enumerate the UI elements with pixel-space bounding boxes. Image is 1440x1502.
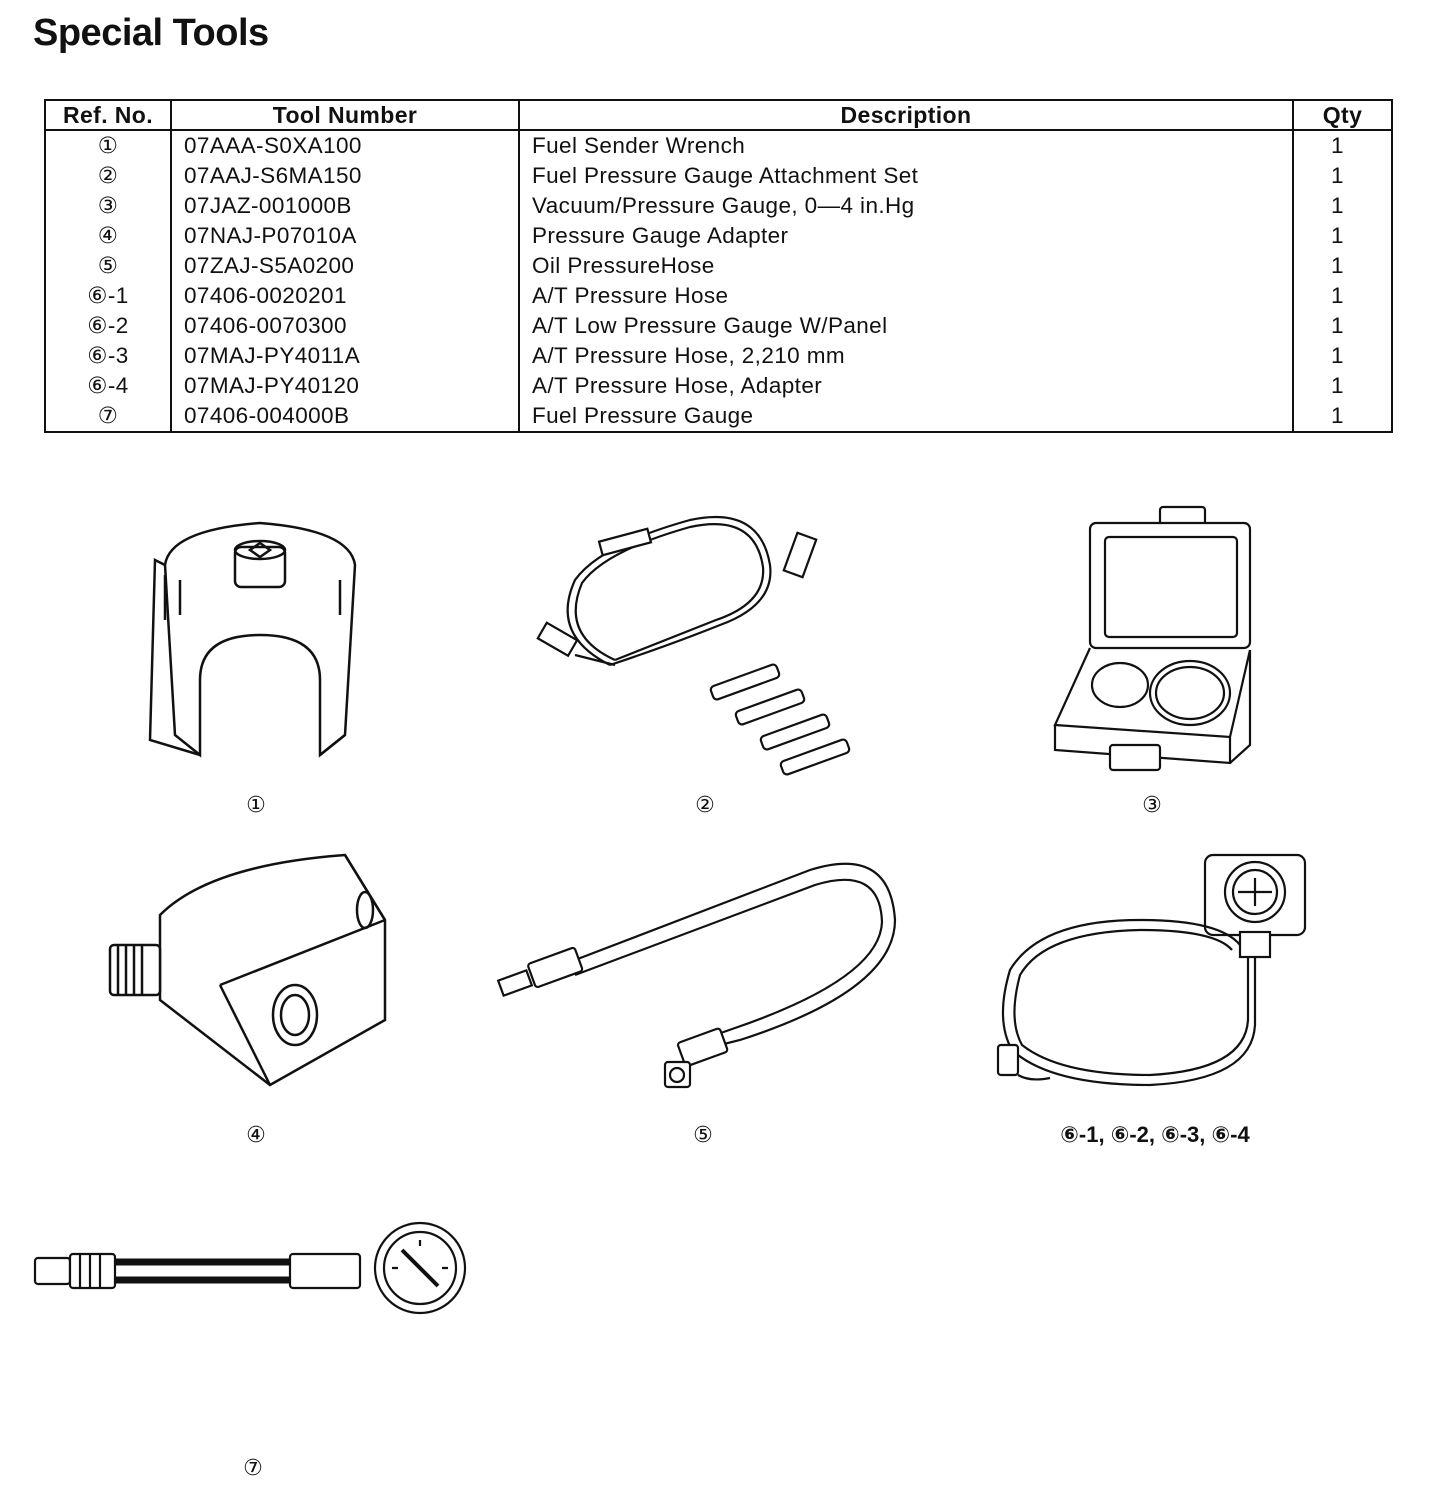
figure-caption: ⑤	[693, 1122, 713, 1147]
header-qty: Qty	[1292, 100, 1392, 131]
at-pressure-gauge-illustration	[990, 850, 1320, 1100]
tool-number-cell: 07406-004000B	[170, 401, 519, 432]
ref-cell: ①	[97, 133, 119, 158]
ref-cell: ⑥-1	[87, 283, 129, 308]
qty-cell: 1	[1292, 371, 1392, 401]
description-cell: Vacuum/Pressure Gauge, 0—4 in.Hg	[518, 191, 1293, 221]
page-title: Special Tools	[33, 12, 269, 54]
qty-cell: 1	[1292, 130, 1392, 161]
description-cell: Fuel Pressure Gauge Attachment Set	[518, 161, 1293, 191]
ref-cell: ⑤	[97, 253, 119, 278]
tool-number-cell: 07ZAJ-S5A0200	[170, 251, 519, 281]
qty-cell: 1	[1292, 251, 1392, 281]
qty-cell: 1	[1292, 401, 1392, 432]
description-cell: Pressure Gauge Adapter	[518, 221, 1293, 251]
tool-number-cell: 07NAJ-P07010A	[170, 221, 519, 251]
figure-caption: ①	[246, 792, 266, 817]
tool-number-cell: 07AAA-S0XA100	[170, 130, 519, 161]
description-cell: Fuel Pressure Gauge	[518, 401, 1293, 432]
tool-number-cell: 07406-0070300	[170, 311, 519, 341]
figure-caption: ②	[695, 792, 715, 817]
header-ref-no: Ref. No.	[45, 100, 171, 131]
description-cell: Oil PressureHose	[518, 251, 1293, 281]
tool-number-cell: 07JAZ-001000B	[170, 191, 519, 221]
qty-cell: 1	[1292, 191, 1392, 221]
figure-caption: ④	[246, 1122, 266, 1147]
ref-cell: ⑥-2	[87, 313, 129, 338]
figure-caption: ⑥-1, ⑥-2, ⑥-3, ⑥-4	[1060, 1122, 1250, 1147]
description-cell: A/T Pressure Hose, Adapter	[518, 371, 1293, 401]
ref-cell: ⑥-4	[87, 373, 129, 398]
table-header-row: Ref. No. Tool Number Description Qty	[45, 100, 1392, 131]
description-cell: A/T Pressure Hose, 2,210 mm	[518, 341, 1293, 371]
tool-number-cell: 07406-0020201	[170, 281, 519, 311]
header-description: Description	[518, 100, 1293, 131]
qty-cell: 1	[1292, 341, 1392, 371]
ref-cell: ③	[97, 193, 119, 218]
ref-cell: ②	[97, 163, 119, 188]
pressure-gauge-adapter-illustration	[100, 850, 400, 1100]
description-cell: A/T Low Pressure Gauge W/Panel	[518, 311, 1293, 341]
ref-cell: ⑥-3	[87, 343, 129, 368]
ref-cell: ⑦	[97, 403, 119, 428]
oil-pressure-hose-illustration	[490, 850, 910, 1100]
attachment-set-illustration	[530, 505, 870, 785]
description-cell: Fuel Sender Wrench	[518, 130, 1293, 161]
tool-number-cell: 07AAJ-S6MA150	[170, 161, 519, 191]
qty-cell: 1	[1292, 311, 1392, 341]
tool-number-cell: 07MAJ-PY4011A	[170, 341, 519, 371]
qty-cell: 1	[1292, 281, 1392, 311]
gauge-case-illustration	[1050, 505, 1260, 780]
figure-caption: ③	[1142, 792, 1162, 817]
header-tool-number: Tool Number	[170, 100, 519, 131]
fuel-sender-wrench-illustration	[140, 505, 380, 770]
qty-cell: 1	[1292, 221, 1392, 251]
description-cell: A/T Pressure Hose	[518, 281, 1293, 311]
special-tools-table: Ref. No. Tool Number Description Qty ① 07…	[44, 99, 1393, 433]
figure-caption: ⑦	[243, 1455, 263, 1480]
tool-number-cell: 07MAJ-PY40120	[170, 371, 519, 401]
fuel-pressure-gauge-illustration	[30, 1210, 475, 1325]
ref-cell: ④	[97, 223, 119, 248]
qty-cell: 1	[1292, 161, 1392, 191]
